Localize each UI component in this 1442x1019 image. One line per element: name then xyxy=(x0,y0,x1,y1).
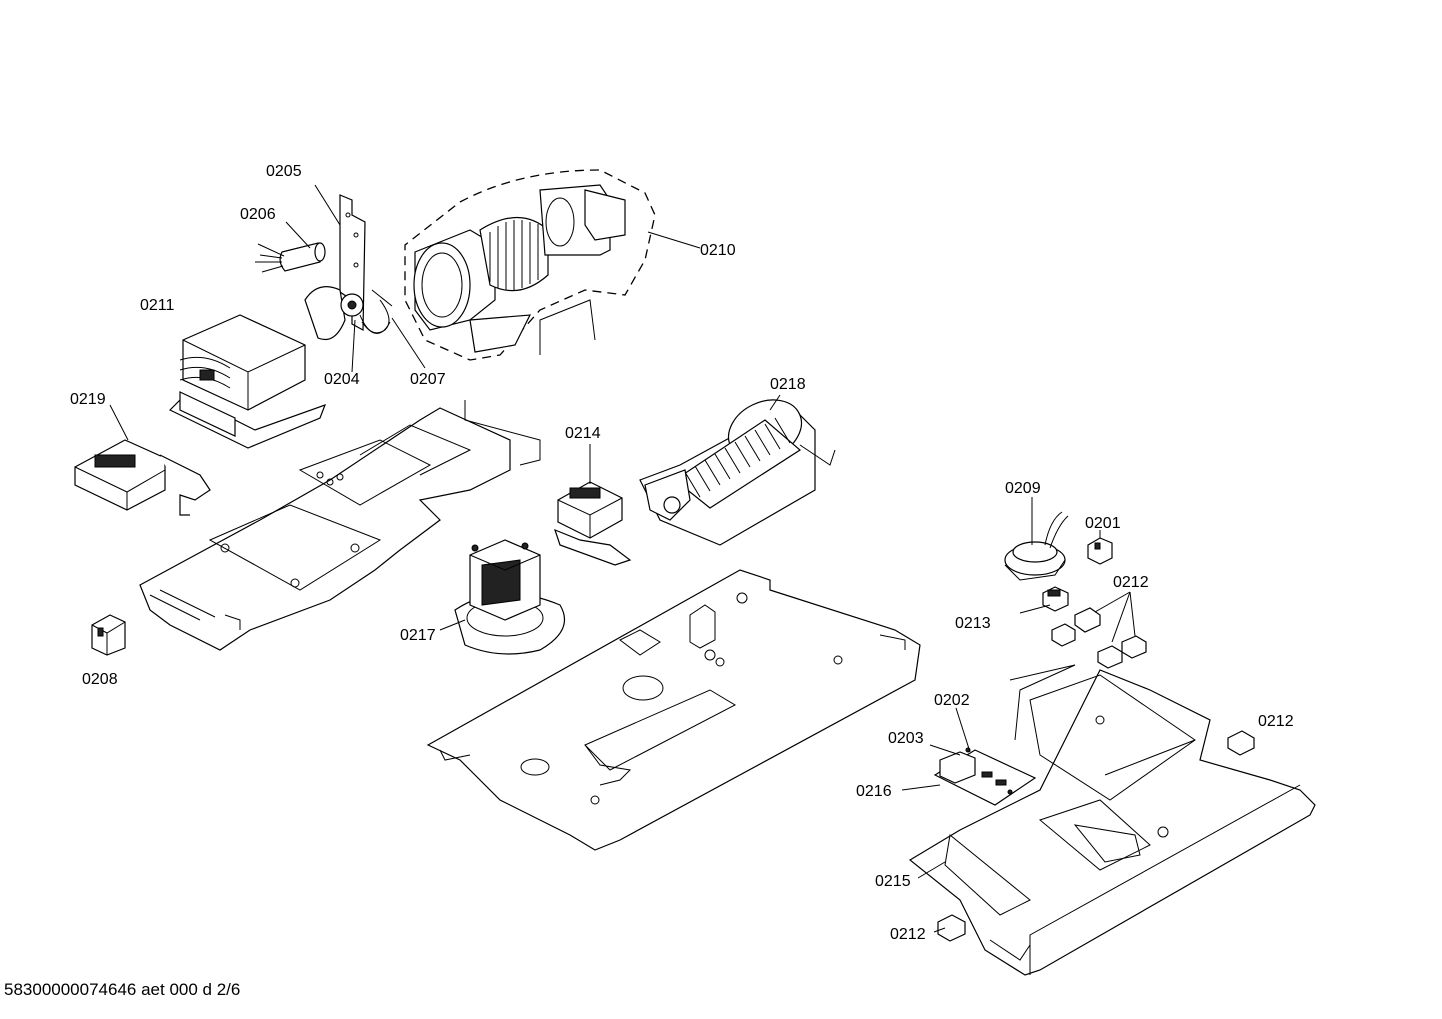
diagram-reference-number: 58300000074646 aet 000 d 2/6 xyxy=(4,980,241,999)
part-0201-switch[interactable] xyxy=(1087,537,1113,565)
label-0214[interactable]: 0214 xyxy=(565,425,601,442)
part-0218-tangential-fan[interactable] xyxy=(639,389,836,546)
label-0209[interactable]: 0209 xyxy=(1005,480,1041,497)
part-0215-base-frame[interactable] xyxy=(908,664,1316,976)
part-0212-switch-bottom[interactable] xyxy=(937,914,966,942)
part-0210-fan-assembly[interactable] xyxy=(404,169,656,361)
part-0214-relay-module[interactable] xyxy=(554,481,632,566)
part-0216-circuit-board[interactable] xyxy=(933,747,1037,806)
label-0207[interactable]: 0207 xyxy=(410,371,446,388)
part-center-base-plate[interactable] xyxy=(426,569,921,851)
part-0213-connector[interactable] xyxy=(1042,586,1069,612)
label-0204[interactable]: 0204 xyxy=(324,371,360,388)
label-0203[interactable]: 0203 xyxy=(888,730,924,747)
label-0219[interactable]: 0219 xyxy=(70,391,106,408)
label-0202[interactable]: 0202 xyxy=(934,692,970,709)
label-0201[interactable]: 0201 xyxy=(1085,515,1121,532)
label-0217[interactable]: 0217 xyxy=(400,627,436,644)
label-0213[interactable]: 0213 xyxy=(955,615,991,632)
part-0209-thermostat[interactable] xyxy=(1004,511,1069,581)
part-0211-transformer[interactable] xyxy=(168,314,327,449)
part-0208-switch[interactable] xyxy=(91,614,126,656)
label-0205[interactable]: 0205 xyxy=(266,163,302,180)
part-0204-motor-mount[interactable] xyxy=(304,286,364,341)
label-0208[interactable]: 0208 xyxy=(82,671,118,688)
label-0212-bottom[interactable]: 0212 xyxy=(890,926,926,943)
label-0215[interactable]: 0215 xyxy=(875,873,911,890)
label-0218[interactable]: 0218 xyxy=(770,376,806,393)
part-0212-microswitches-group[interactable] xyxy=(1051,607,1147,669)
leader-lines xyxy=(109,184,1136,933)
part-0217-blower-motor[interactable] xyxy=(454,539,565,655)
label-0216[interactable]: 0216 xyxy=(856,783,892,800)
label-0210[interactable]: 0210 xyxy=(700,242,736,259)
label-0206[interactable]: 0206 xyxy=(240,206,276,223)
part-labels: 0205 0206 0210 0211 0204 0207 0219 0218 … xyxy=(70,163,1294,943)
part-0206-capacitor[interactable] xyxy=(255,242,326,273)
part-0207-wire-clip[interactable] xyxy=(359,289,393,334)
label-0211[interactable]: 0211 xyxy=(140,297,175,314)
part-0219-control-module[interactable] xyxy=(74,439,211,516)
part-0212-switch-right[interactable] xyxy=(1227,730,1255,756)
label-0212-right[interactable]: 0212 xyxy=(1258,713,1294,730)
part-left-chassis-plate[interactable] xyxy=(139,400,541,651)
label-0212-top[interactable]: 0212 xyxy=(1113,574,1149,591)
